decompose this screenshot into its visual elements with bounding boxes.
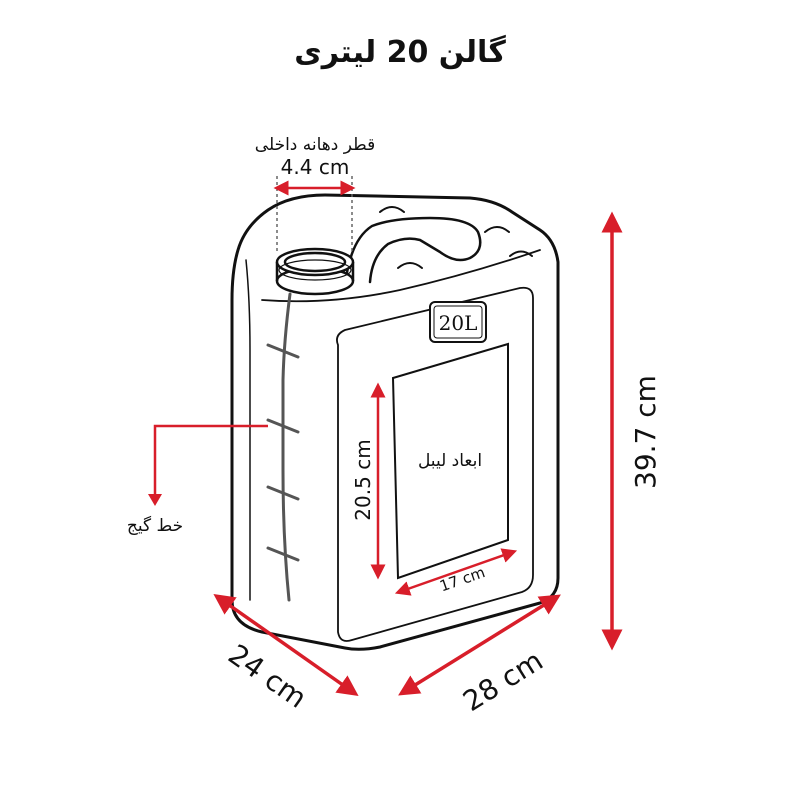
depth-arrow xyxy=(213,593,359,697)
depth-text: 24 cm xyxy=(222,638,312,715)
gauge-callout-arrowhead xyxy=(148,494,162,506)
spout-cap xyxy=(275,247,355,296)
gauge-line-text: خط گیج xyxy=(127,515,183,536)
gauge-line xyxy=(266,292,300,602)
height-text: 39.7 cm xyxy=(629,375,662,489)
width-text: 28 cm xyxy=(457,644,548,718)
width-arrow xyxy=(398,594,561,696)
capacity-badge: 20L xyxy=(429,301,487,343)
label-area-text: ابعاد لیبل xyxy=(418,451,482,471)
label-height-text: 20.5 cm xyxy=(351,439,375,520)
mouth-caption: قطر دهانه داخلی xyxy=(255,135,375,155)
label-area: ابعاد لیبل xyxy=(391,342,509,580)
page-title: گالن 20 لیتری xyxy=(294,34,506,70)
gauge-callout xyxy=(153,424,268,498)
label-width-text: 17 cm xyxy=(437,563,487,595)
mouth-diameter-text: 4.4 cm xyxy=(281,155,350,179)
label-width-arrow xyxy=(394,548,518,596)
capacity-badge-text: 20L xyxy=(439,311,478,335)
